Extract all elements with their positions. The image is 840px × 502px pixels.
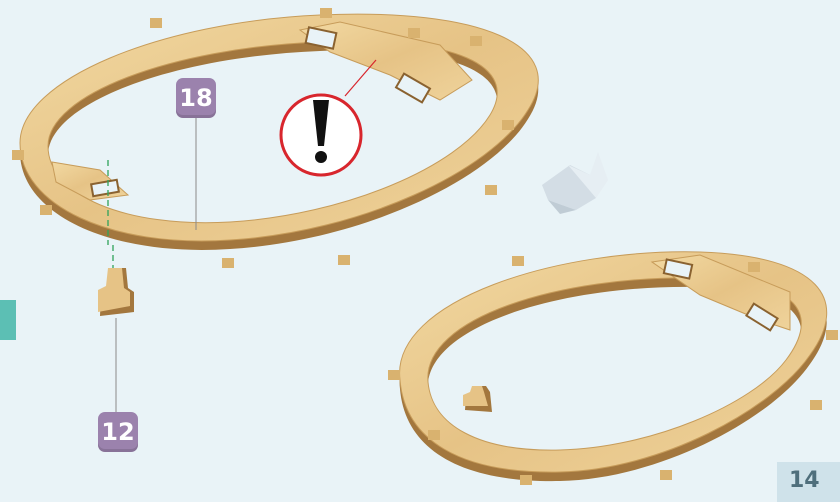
part-callout-12: 12 — [98, 412, 138, 452]
part-callout-18: 18 — [176, 78, 216, 118]
ring-assembled — [388, 252, 838, 485]
page-number: 14 — [777, 462, 840, 502]
exclamation-warning-icon — [281, 95, 361, 175]
clip-part — [98, 245, 134, 412]
step-arrow-icon — [542, 152, 608, 214]
section-tab — [0, 300, 16, 340]
ring-part-top — [12, 8, 538, 268]
